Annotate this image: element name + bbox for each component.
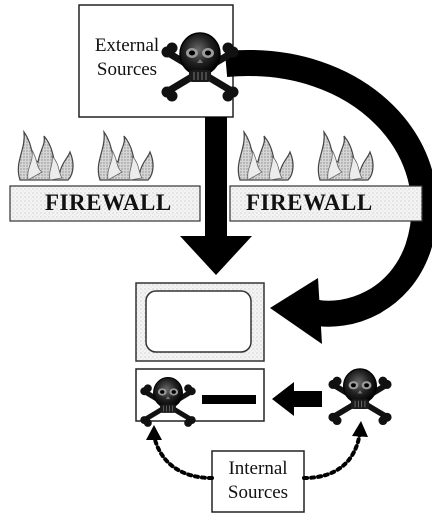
internal-sources-label: Internal Sources	[212, 457, 304, 505]
firewall-bar-right	[229, 185, 423, 222]
fire-icon-right	[237, 131, 294, 181]
fire-icon-left-2	[97, 131, 154, 181]
down-arrow-shaft	[205, 117, 227, 237]
left-arrow-shaft	[292, 391, 322, 407]
curved-arrow	[224, 50, 432, 327]
internal-sources-box	[211, 450, 305, 513]
curved-arrow-head	[270, 278, 322, 344]
firewall-bar-left	[9, 185, 201, 222]
dotted-arrow-right-head	[352, 421, 368, 437]
external-sources-label: External Sources	[82, 34, 172, 82]
external-label-line1: External	[94, 35, 160, 56]
skull-crossbones-icon-internal-source	[328, 369, 391, 425]
left-arrow-head	[272, 382, 294, 416]
fire-icon-right-2	[317, 131, 374, 181]
monitor-screen	[145, 290, 252, 353]
dotted-arrow-right	[302, 430, 362, 480]
down-arrow-head	[180, 236, 252, 275]
firewall-label-right: FIREWALL	[246, 190, 373, 215]
dotted-arrow-left-head	[146, 425, 162, 440]
dotted-arrow-left	[152, 434, 214, 480]
process-bar	[202, 395, 256, 404]
firewall-label-left: FIREWALL	[45, 190, 172, 215]
external-label-line2: Sources	[96, 59, 158, 80]
fire-icon-left	[17, 131, 74, 181]
internal-label-line2: Sources	[227, 482, 289, 503]
internal-label-line1: Internal	[228, 458, 288, 479]
